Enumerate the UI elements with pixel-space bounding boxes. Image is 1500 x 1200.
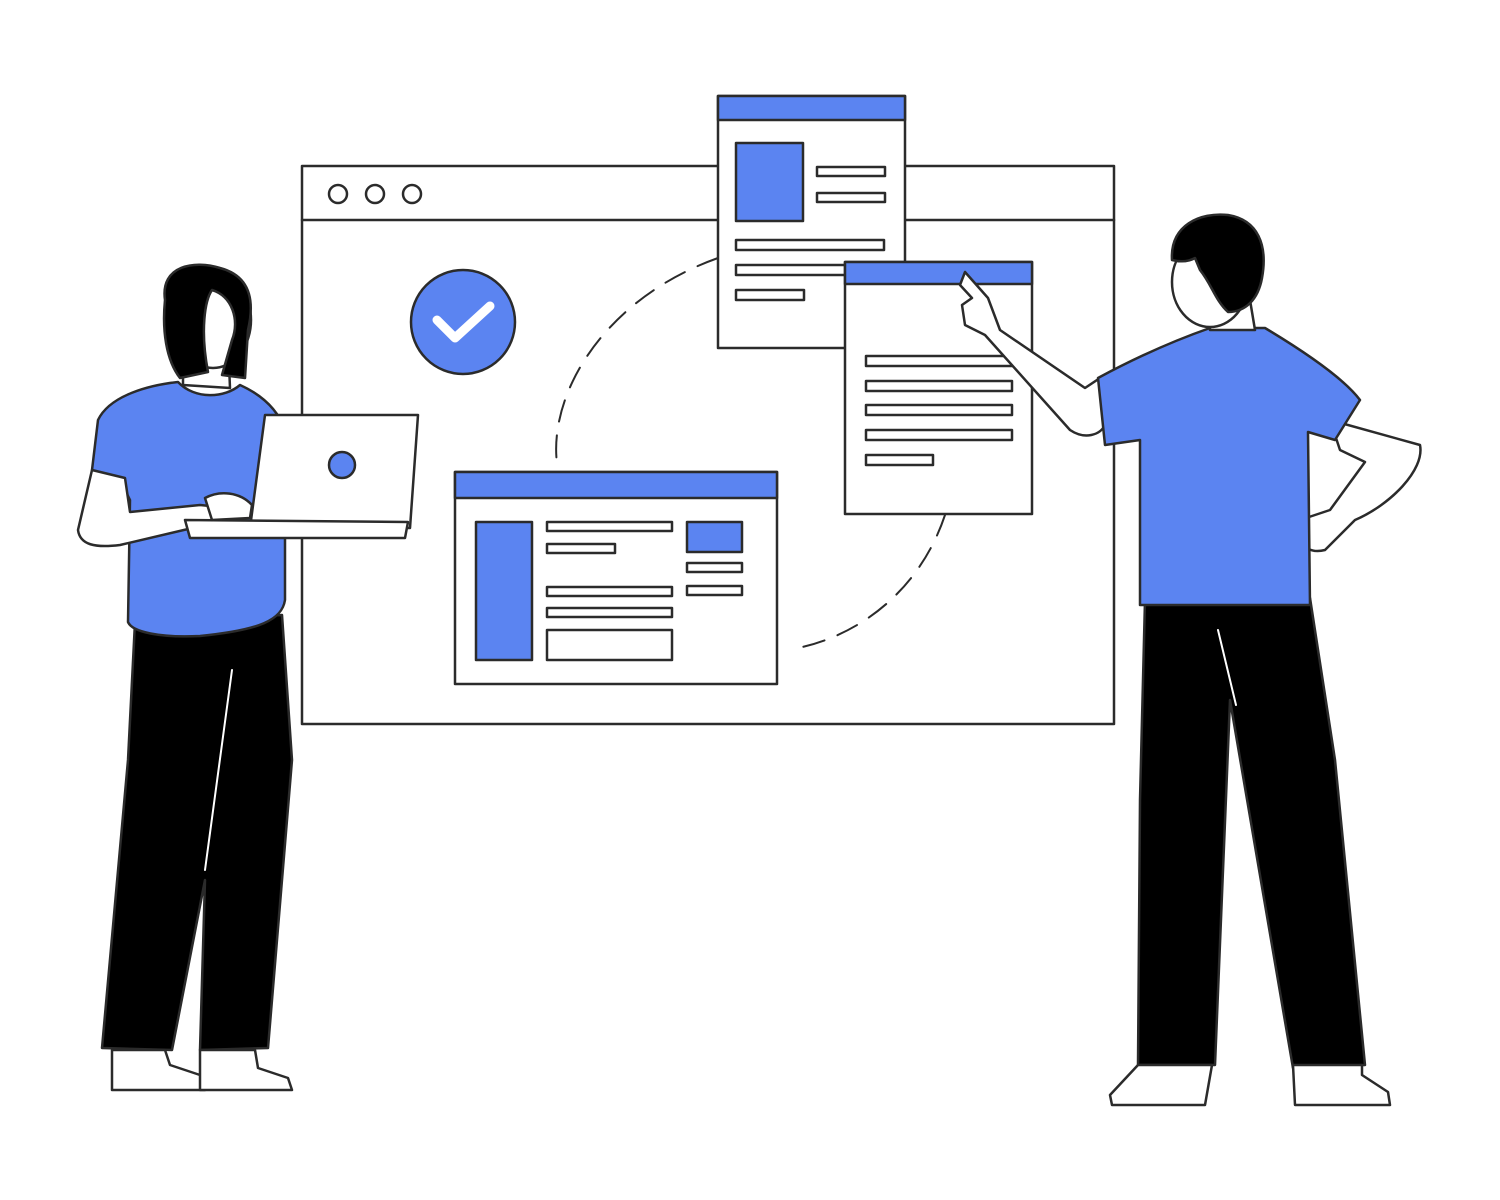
woman-pants [100, 613, 294, 1052]
woman-shoe [198, 1048, 294, 1092]
connection-arc [555, 257, 946, 649]
woman-hair [162, 263, 252, 380]
window-dot-icon [401, 183, 423, 205]
window-dot-icon [327, 183, 349, 205]
woman-with-laptop [76, 263, 420, 1092]
window-dot-icon [364, 183, 386, 205]
man-hair [1170, 213, 1265, 314]
window-controls [327, 183, 423, 205]
man-shoe [1108, 1063, 1214, 1107]
dashboard-card [453, 470, 779, 686]
list-card [843, 260, 1034, 516]
man-pants [1136, 596, 1367, 1070]
laptop-icon [183, 413, 420, 540]
checkmark-circle-icon [409, 268, 517, 376]
man-pointing [958, 213, 1422, 1107]
man-shirt [1096, 326, 1362, 607]
woman-shoe [110, 1048, 207, 1092]
man-shoe [1291, 1063, 1392, 1107]
